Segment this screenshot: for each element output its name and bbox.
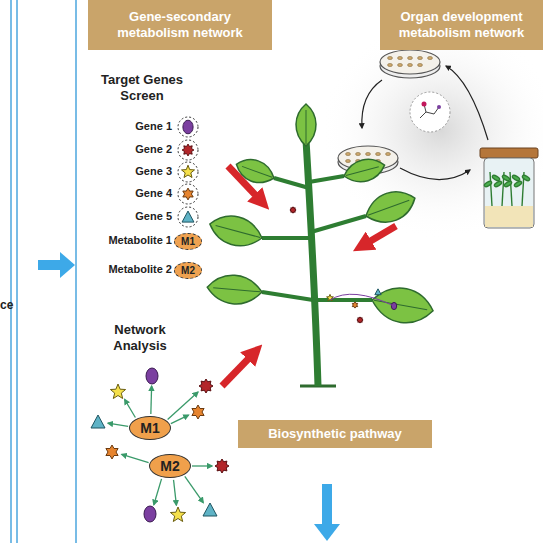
metabolite-icon: M2 xyxy=(174,262,202,279)
node-text: Gene-secondary metabolism network xyxy=(96,9,264,42)
gene-label: Gene 4 xyxy=(60,187,172,200)
node-text: M2 xyxy=(160,458,179,474)
glow-background xyxy=(320,20,543,240)
blue-arrow-down xyxy=(314,484,340,541)
metabolite-node: M1 xyxy=(129,416,170,440)
pathway-box: Biosynthetic pathway xyxy=(238,420,432,448)
gene-label: Gene 3 xyxy=(60,165,172,178)
gene-label: Gene 2 xyxy=(60,143,172,156)
side-rails xyxy=(11,0,76,543)
node-text: M1 xyxy=(181,236,195,247)
culture-jar xyxy=(480,148,538,228)
cut-text: ce xyxy=(0,298,20,312)
section-label: Network Analysis xyxy=(92,322,188,353)
node-text: M2 xyxy=(181,265,195,276)
section-header: Organ development metabolism network xyxy=(380,0,543,50)
node-text: Biosynthetic pathway xyxy=(268,426,402,442)
node-text: M1 xyxy=(140,420,159,436)
section-label: Target Genes Screen xyxy=(92,72,192,103)
metabolite-icon: M1 xyxy=(174,233,202,250)
gene-label: Gene 5 xyxy=(60,210,172,223)
blue-arrow-right xyxy=(38,252,75,278)
plant-illustration xyxy=(206,104,436,386)
section-header: Gene-secondary metabolism network xyxy=(88,0,272,50)
gene-label: Gene 1 xyxy=(60,120,172,133)
metabolite-node: M2 xyxy=(149,454,190,478)
node-text: Organ development metabolism network xyxy=(388,9,535,42)
metabolite-label: Metabolite 2 xyxy=(60,263,172,276)
metabolite-label: Metabolite 1 xyxy=(60,234,172,247)
network-graph xyxy=(91,368,229,522)
gene-icons xyxy=(178,117,198,227)
